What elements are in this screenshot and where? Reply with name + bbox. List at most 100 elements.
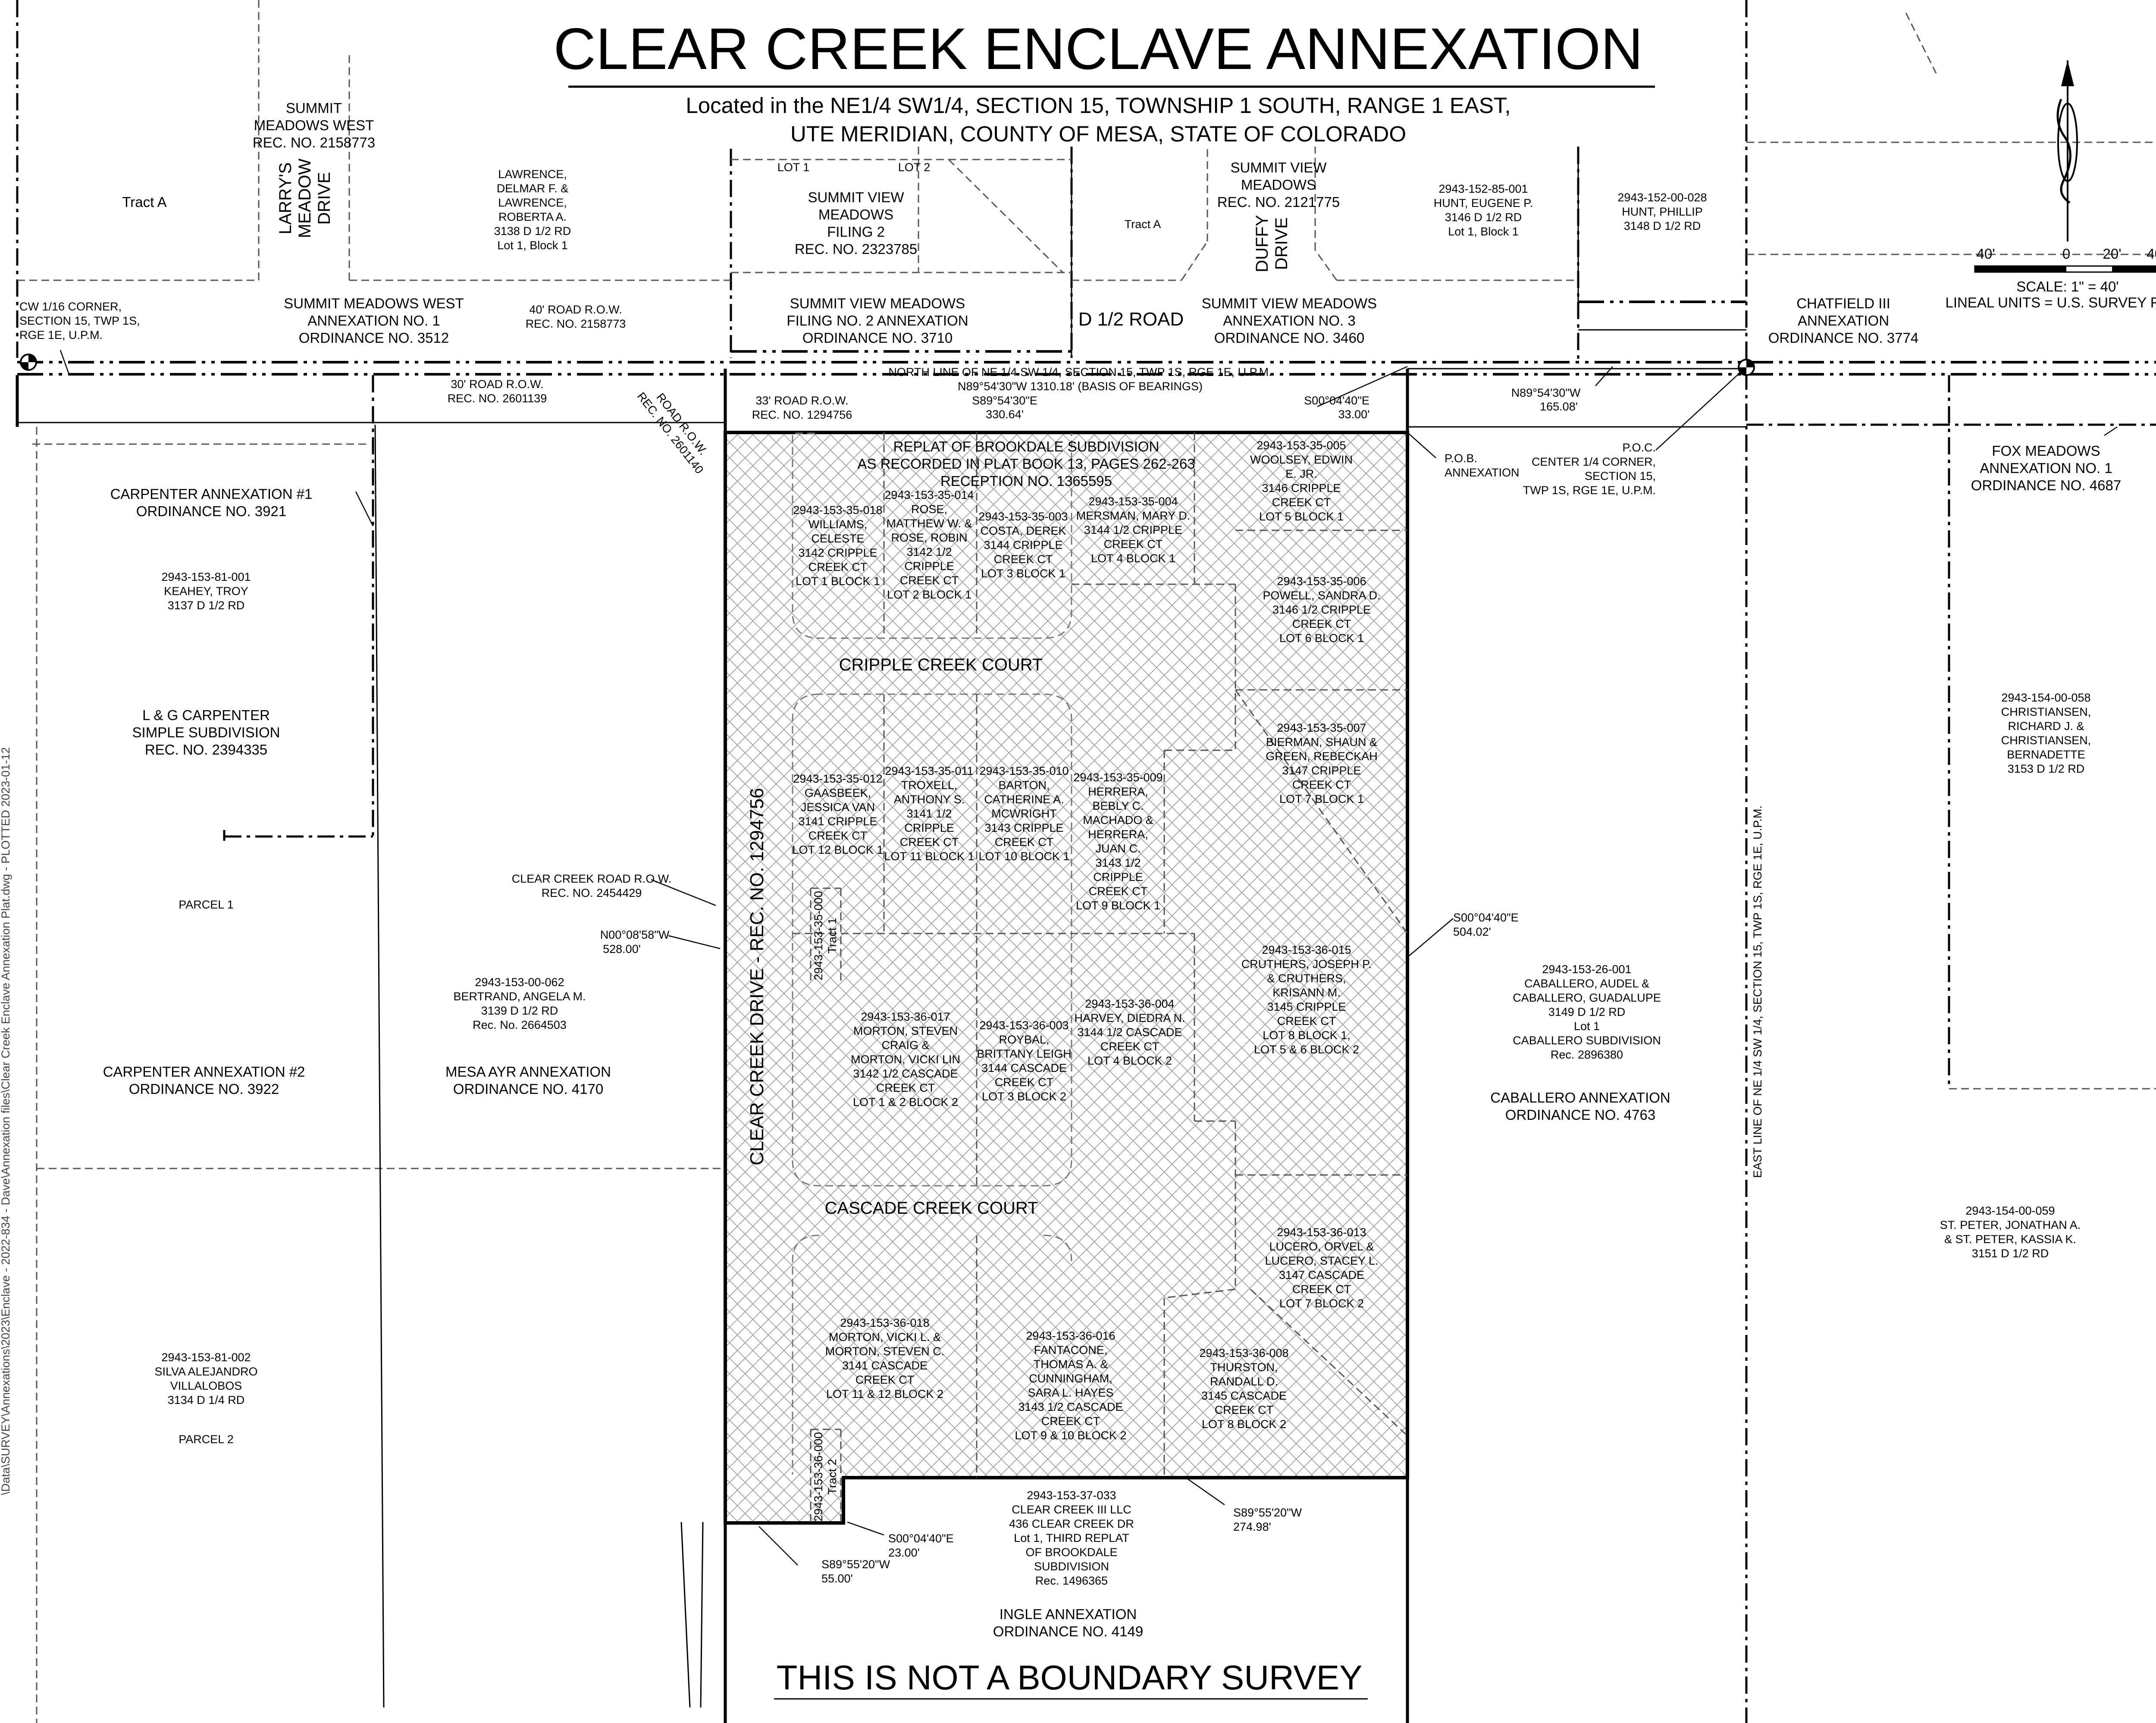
- label-s89-bearing-line-1: S89°54'30"E: [972, 394, 1037, 407]
- label-summit-meadows-west-line-2: MEADOWS WEST: [254, 117, 374, 133]
- lot-morton-steven-line-5: 3142 1/2 CASCADE: [853, 1067, 958, 1080]
- lot-troxell-line-1: 2943-153-35-011: [885, 764, 973, 777]
- lot-williams-line-2: WILLIAMS,: [808, 518, 868, 531]
- lot-bierman-line-1: 2943-153-35-007: [1277, 721, 1366, 734]
- label-s00-east-bearing-line-1: S00°04'40"E: [1453, 911, 1519, 924]
- label-summit-view-meadows-filing-2-line-3: FILING 2: [827, 224, 885, 240]
- label-pob: P.O.B.ANNEXATION: [1445, 452, 1520, 479]
- scale-label-mid: 20': [2103, 246, 2121, 262]
- lot-powell-line-3: 3146 1/2 CRIPPLE: [1272, 603, 1371, 616]
- scale-units: LINEAL UNITS = U.S. SURVEY FOOT: [1946, 294, 2156, 310]
- label-s00-top-bearing-line-1: S00°04'40"E: [1304, 394, 1369, 407]
- lot-harvey-line-5: LOT 4 BLOCK 2: [1087, 1054, 1172, 1067]
- lot-barton-line-2: BARTON,: [998, 779, 1050, 792]
- label-cw-corner: CW 1/16 CORNER,SECTION 15, TWP 1S,RGE 1E…: [19, 300, 140, 341]
- label-cw-corner-line-3: RGE 1E, U.P.M.: [19, 329, 103, 341]
- east-section-line-label: EAST LINE OF NE 1/4 SW 1/4, SECTION 15, …: [1751, 805, 1764, 1178]
- lot-morton-steven-line-2: MORTON, STEVEN: [853, 1024, 958, 1037]
- label-fox-meadows-annexation-line-3: ORDINANCE NO. 4687: [1971, 477, 2121, 493]
- label-s89-55-left-distance-line-1: 55.00': [821, 1572, 853, 1585]
- lot-thurston-line-5: CREEK CT: [1215, 1403, 1274, 1416]
- label-lawrence-line-4: ROBERTA A.: [498, 210, 567, 223]
- street-duffy-drive: DUFFY DRIVE: [1253, 215, 1291, 272]
- label-hunt-phillip-line-3: 3148 D 1/2 RD: [1624, 219, 1701, 232]
- label-s00-top-distance-line-1: 33.00': [1338, 408, 1370, 421]
- lot-cruthers-line-5: 3145 CRIPPLE: [1267, 1000, 1346, 1013]
- label-n89-distance-line-1: 165.08': [1540, 400, 1578, 413]
- lot-morton-vicki-line-5: CREEK CT: [856, 1373, 915, 1386]
- svg-text:MEADOW: MEADOW: [295, 159, 314, 238]
- label-s89-distance-line-1: 330.64': [986, 408, 1024, 421]
- label-40-road-row-line-2: REC. NO. 2158773: [526, 317, 626, 330]
- label-s00-top-bearing: S00°04'40"E: [1304, 394, 1369, 407]
- label-caballero-line-6: CABALLERO SUBDIVISION: [1513, 1034, 1661, 1047]
- label-30-road-row-line-1: 30' ROAD R.O.W.: [451, 378, 543, 391]
- label-summit-view-annexation-3-line-2: ANNEXATION NO. 3: [1223, 313, 1355, 329]
- cw-sixteenth-corner-marker: [20, 354, 37, 371]
- label-s89-distance: 330.64': [986, 408, 1024, 421]
- label-basis-of-bearings-line-1: N89°54'30"W 1310.18' (BASIS OF BEARINGS): [958, 380, 1203, 393]
- label-clear-creek-road-row: CLEAR CREEK ROAD R.O.W.REC. NO. 2454429: [512, 872, 672, 899]
- street-cascade-creek-court: CASCADE CREEK COURT: [825, 1199, 1038, 1218]
- label-s00-bottom-distance: 23.00': [888, 1546, 920, 1559]
- label-keahey-line-3: 3137 D 1/2 RD: [168, 599, 245, 612]
- svg-text:Tract 2: Tract 2: [826, 1459, 839, 1494]
- label-north-line-line-1: NORTH LINE OF NE 1/4 SW 1/4, SECTION 15,…: [888, 366, 1272, 379]
- lot-powell-line-2: POWELL, SANDRA D.: [1263, 589, 1380, 602]
- label-caballero-line-1: 2943-153-26-001: [1542, 963, 1631, 976]
- label-caballero-line-5: Lot 1: [1574, 1020, 1600, 1033]
- lot-roybal-line-6: LOT 3 BLOCK 2: [982, 1090, 1066, 1103]
- label-caballero-annexation-line-1: CABALLERO ANNEXATION: [1490, 1090, 1670, 1106]
- label-lawrence-line-2: DELMAR F. &: [497, 182, 569, 195]
- label-chatfield-annexation-line-1: CHATFIELD III: [1796, 295, 1890, 311]
- lot-thurston-line-6: LOT 8 BLOCK 2: [1202, 1418, 1286, 1431]
- lot-roybal-line-5: CREEK CT: [995, 1076, 1054, 1089]
- label-clear-creek-iii-line-3: 436 CLEAR CREEK DR: [1009, 1517, 1134, 1530]
- lot-herrera-line-1: 2943-153-35-009: [1073, 771, 1163, 784]
- lot-roybal-line-3: BRITTANY LEIGH: [977, 1047, 1072, 1060]
- lot-harvey-line-3: 3144 1/2 CASCADE: [1077, 1026, 1182, 1039]
- lot-lucero-line-6: LOT 7 BLOCK 2: [1279, 1297, 1364, 1310]
- lot-morton-vicki-line-2: MORTON, VICKI L. &: [829, 1331, 941, 1344]
- lot-williams-line-3: CELESTE: [811, 532, 864, 545]
- lot-rose-line-3: MATTHEW W. &: [887, 517, 972, 530]
- scale-label-zero: 0: [2062, 246, 2070, 262]
- lot-bierman-line-2: BIERMAN, SHAUN &: [1266, 736, 1377, 749]
- lot-thurston-line-1: 2943-153-36-008: [1199, 1347, 1288, 1360]
- svg-text:2943-153-35-000: 2943-153-35-000: [812, 891, 825, 980]
- lot-mersman-line-1: 2943-153-35-004: [1088, 495, 1178, 508]
- plat-title: CLEAR CREEK ENCLAVE ANNEXATION: [554, 16, 1643, 81]
- lot-cruthers-line-2: CRUTHERS, JOSEPH P.: [1241, 958, 1372, 971]
- label-bertrand-line-1: 2943-153-00-062: [475, 976, 564, 989]
- lot-rose-line-2: ROSE,: [911, 503, 947, 516]
- lot-costa-line-1: 2943-153-35-003: [978, 510, 1068, 523]
- label-summit-view-meadows-line-2: MEADOWS: [1241, 177, 1316, 193]
- lot-morton-vicki-line-6: LOT 11 & 12 BLOCK 2: [826, 1388, 943, 1400]
- lot-mersman-line-4: CREEK CT: [1104, 538, 1163, 551]
- label-lg-carpenter-line-3: REC. NO. 2394335: [145, 742, 267, 758]
- label-caballero-line-7: Rec. 2896380: [1551, 1048, 1623, 1061]
- lot-fantacone-line-5: SARA L. HAYES: [1028, 1386, 1113, 1399]
- label-chatfield-annexation-line-2: ANNEXATION: [1798, 313, 1889, 329]
- label-s00-east-distance-line-1: 504.02': [1453, 925, 1491, 938]
- lot-fantacone-line-4: CUNNINGHAM,: [1029, 1372, 1112, 1385]
- label-christiansen-line-3: RICHARD J. &: [2008, 720, 2084, 733]
- label-keahey-line-2: KEAHEY, TROY: [164, 585, 248, 598]
- label-carpenter-annexation-2-line-2: ORDINANCE NO. 3922: [129, 1081, 279, 1097]
- lot-roybal-line-4: 3144 CASCADE: [981, 1062, 1067, 1075]
- label-clear-creek-iii-line-6: SUBDIVISION: [1034, 1560, 1109, 1573]
- label-silva-line-3: VILLALOBOS: [170, 1379, 242, 1392]
- label-summit-meadows-west-annexation-line-3: ORDINANCE NO. 3512: [299, 330, 449, 346]
- label-lot-1: LOT 1: [777, 161, 810, 174]
